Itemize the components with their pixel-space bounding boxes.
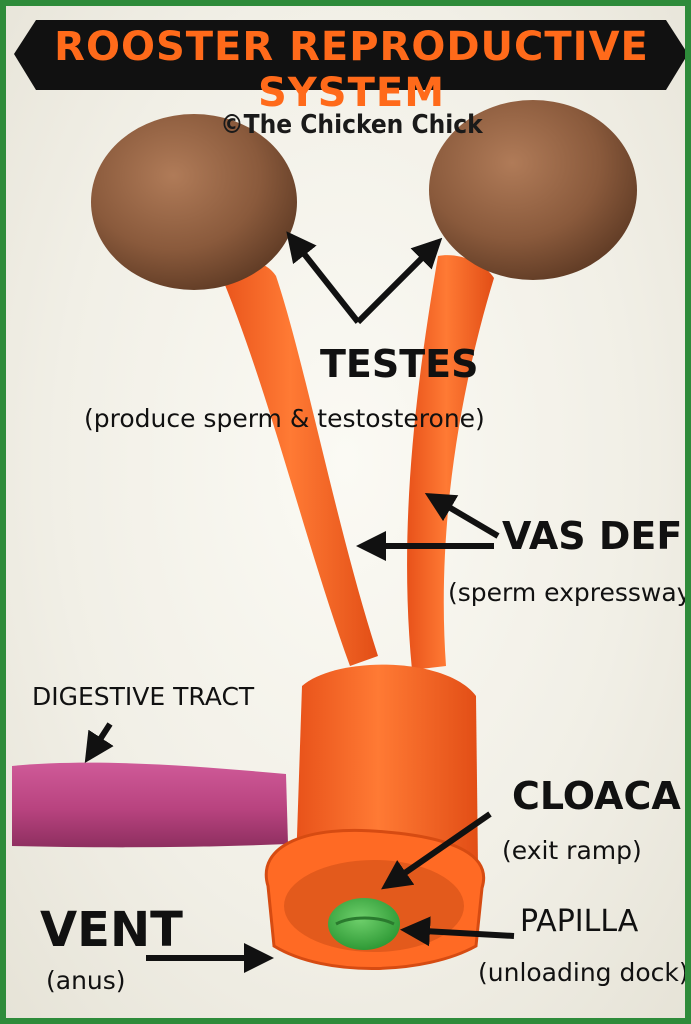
- arrow-cloaca: [381, 811, 492, 890]
- label-vas-deferens: VAS DEFERENS: [502, 514, 685, 558]
- label-vas-note: (sperm expressway): [448, 578, 691, 607]
- anatomy-illustration: [12, 20, 685, 973]
- papilla-slit: [335, 916, 395, 926]
- title-banner: [14, 20, 685, 90]
- page-title: ROOSTER REPRODUCTIVE SYSTEM: [54, 24, 649, 116]
- credit-text: ©The Chicken Chick: [220, 110, 483, 140]
- label-cloaca: CLOACA: [512, 774, 681, 818]
- label-cloaca-note: (exit ramp): [502, 836, 642, 865]
- digestive-tract-shape: [12, 762, 288, 848]
- label-vent-note: (anus): [46, 966, 126, 995]
- arrow-testes-left: [286, 231, 361, 324]
- arrow-testes-right: [355, 237, 443, 325]
- left-testis-egg: [91, 114, 297, 290]
- label-testes-note: (produce sperm & testosterone): [84, 404, 485, 433]
- arrow-vas-right: [424, 492, 500, 539]
- vas-deferens-left: [218, 260, 378, 666]
- papilla-shape: [328, 898, 400, 950]
- arrow-papilla: [400, 916, 515, 947]
- arrows: [84, 231, 515, 973]
- label-papilla-note: (unloading dock): [478, 958, 689, 987]
- right-testis-egg: [429, 100, 637, 280]
- vas-deferens-right: [407, 255, 494, 670]
- arrow-digestive: [84, 722, 114, 764]
- label-testes: TESTES: [320, 342, 479, 386]
- label-digestive-tract: DIGESTIVE TRACT: [32, 682, 255, 711]
- label-papilla: PAPILLA: [520, 904, 639, 939]
- label-vent: VENT: [40, 902, 183, 958]
